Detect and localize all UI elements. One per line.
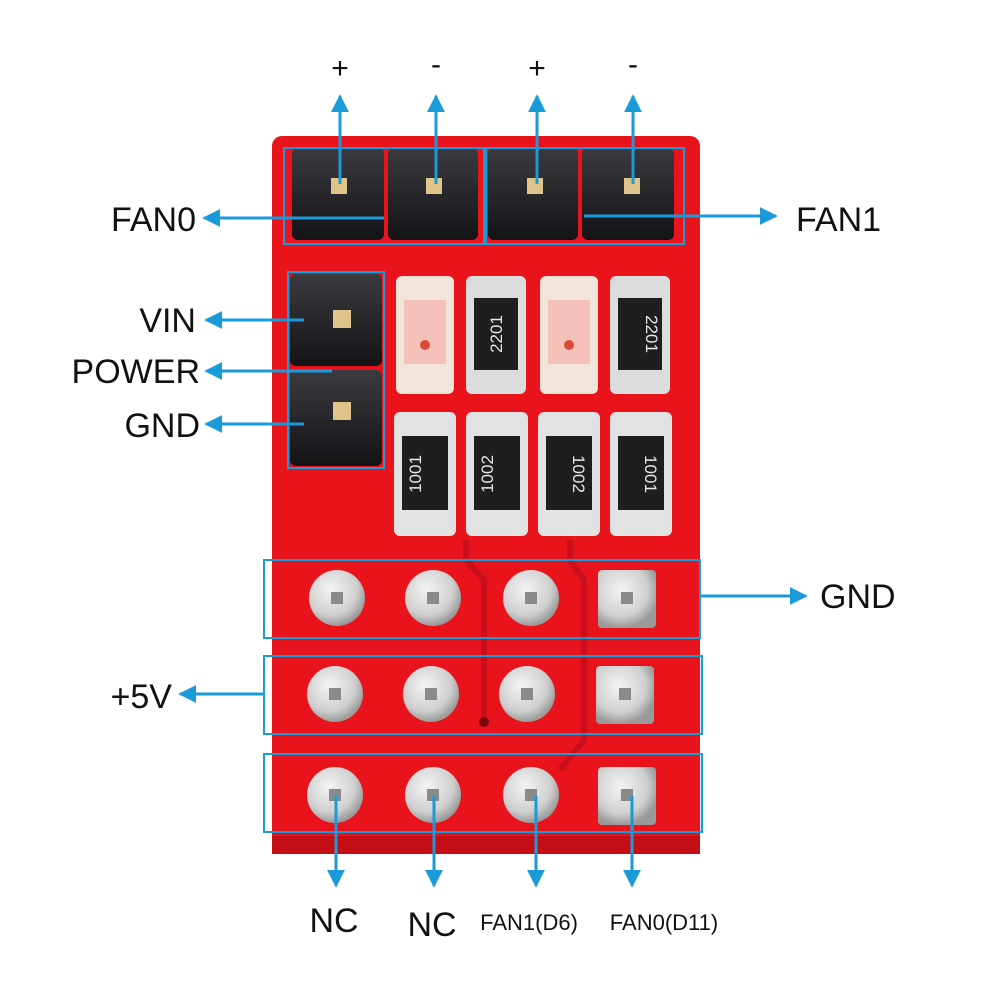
label-fan1-plus: + [528,52,546,85]
label-gnd-right: GND [820,578,896,616]
label-nc1: NC [309,902,358,940]
led-die [420,340,430,350]
resistor-top [474,298,518,370]
label-fan0-minus: - [431,48,441,81]
smd-top-row: 2201 2201 [396,276,670,394]
led-lens [404,300,446,364]
pad-pin [521,688,533,700]
label-vin: VIN [139,302,196,340]
pad-grid [307,570,656,825]
signal-row-highlight-box [263,753,703,833]
label-fan0-plus: + [331,52,349,85]
fan0-highlight-box [283,147,485,245]
pcb-edge-shade [272,836,700,854]
pad-pin [525,789,537,801]
resistor-code: 1002 [478,455,497,493]
smd-bottom-row: 1001 1002 1002 1001 [394,412,672,536]
led-lens [548,300,590,364]
pad-pin [621,789,633,801]
resistor-top [618,436,664,510]
label-plus5v: +5V [111,678,173,716]
header-pin [331,178,347,194]
resistor-code: 1001 [641,455,660,493]
pad-pin [425,688,437,700]
label-gnd-left: GND [124,407,200,445]
pad-pin [329,789,341,801]
pcb-via [479,717,489,727]
resistor-top [402,436,448,510]
pad-pin [525,592,537,604]
header-pin [527,178,543,194]
pcb-trace [463,540,487,720]
resistor-code: 2201 [642,315,661,353]
header-pin [333,310,351,328]
resistor-top [618,298,662,370]
resistor-code: 2201 [487,315,506,353]
power-header [290,274,382,466]
resistor-code: 1002 [569,455,588,493]
header-pin [624,178,640,194]
led-die [564,340,574,350]
pad-pin [331,592,343,604]
resistor-top [474,436,520,510]
resistor-top [546,436,592,510]
pad-pin [329,688,341,700]
label-fan0-d11: FAN0(D11) [610,910,718,935]
pcb-trace [557,540,587,772]
fan1-highlight-box [485,147,685,245]
gnd-row-highlight-box [263,559,701,639]
label-fan1-minus: - [628,48,638,81]
pad-pin [621,592,633,604]
label-nc2: NC [407,906,456,944]
label-fan1-d6: FAN1(D6) [480,910,578,935]
resistor-code: 1001 [406,455,425,493]
label-power: POWER [72,353,200,391]
pad-pin [619,688,631,700]
pad-pin [427,789,439,801]
header-pin [426,178,442,194]
label-fan0: FAN0 [111,201,196,239]
pad-pin [427,592,439,604]
header-pin [333,402,351,420]
label-fan1: FAN1 [796,201,881,239]
